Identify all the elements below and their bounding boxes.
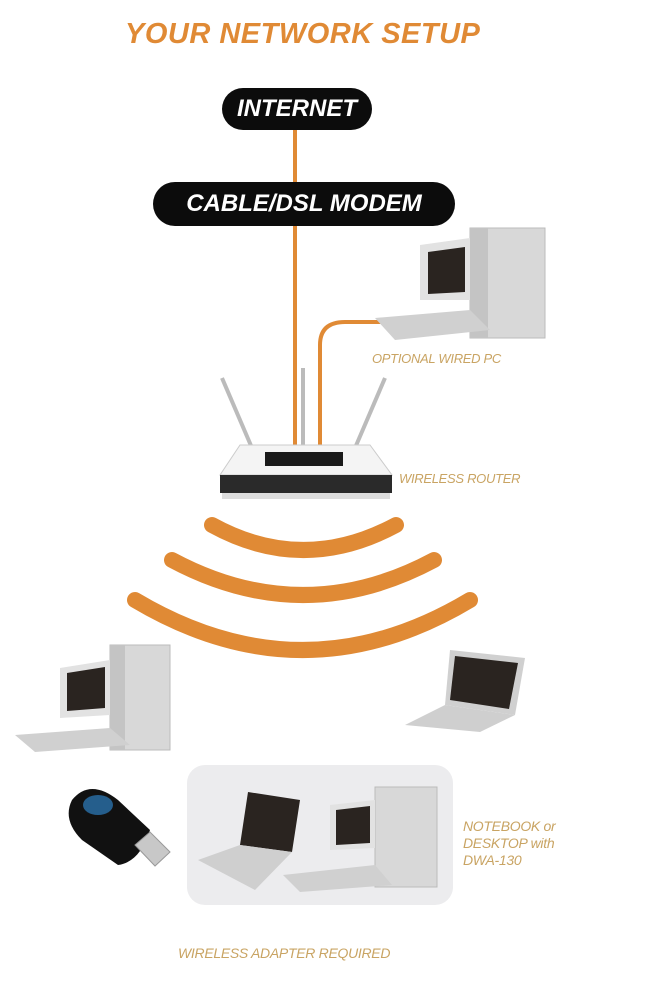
client-label-line-2: DESKTOP with	[463, 835, 555, 851]
desktop-icon	[15, 644, 171, 752]
client-label-line-3: DWA-130	[463, 852, 522, 868]
router-label: WIRELESS ROUTER	[399, 471, 521, 486]
router-pc-cable	[318, 320, 385, 462]
adapter-label: WIRELESS ADAPTER REQUIRED	[178, 945, 391, 961]
usb-adapter-icon	[68, 789, 171, 867]
modem-node: CABLE/DSL MODEM	[153, 182, 455, 226]
desktop-with-adapter-icon	[283, 786, 438, 892]
client-label-line-1: NOTEBOOK or	[463, 818, 556, 834]
wireless-signal-icon	[127, 517, 478, 658]
laptop-icon	[405, 650, 525, 732]
notebook-icon	[198, 792, 300, 890]
internet-node: INTERNET	[222, 88, 372, 130]
router-icon	[219, 368, 393, 499]
wired-pc-icon	[375, 227, 546, 340]
diagram-title: YOUR NETWORK SETUP	[125, 18, 481, 50]
wired-pc-label: OPTIONAL WIRED PC	[372, 351, 502, 366]
client-label: NOTEBOOK or DESKTOP with DWA-130	[463, 818, 556, 869]
